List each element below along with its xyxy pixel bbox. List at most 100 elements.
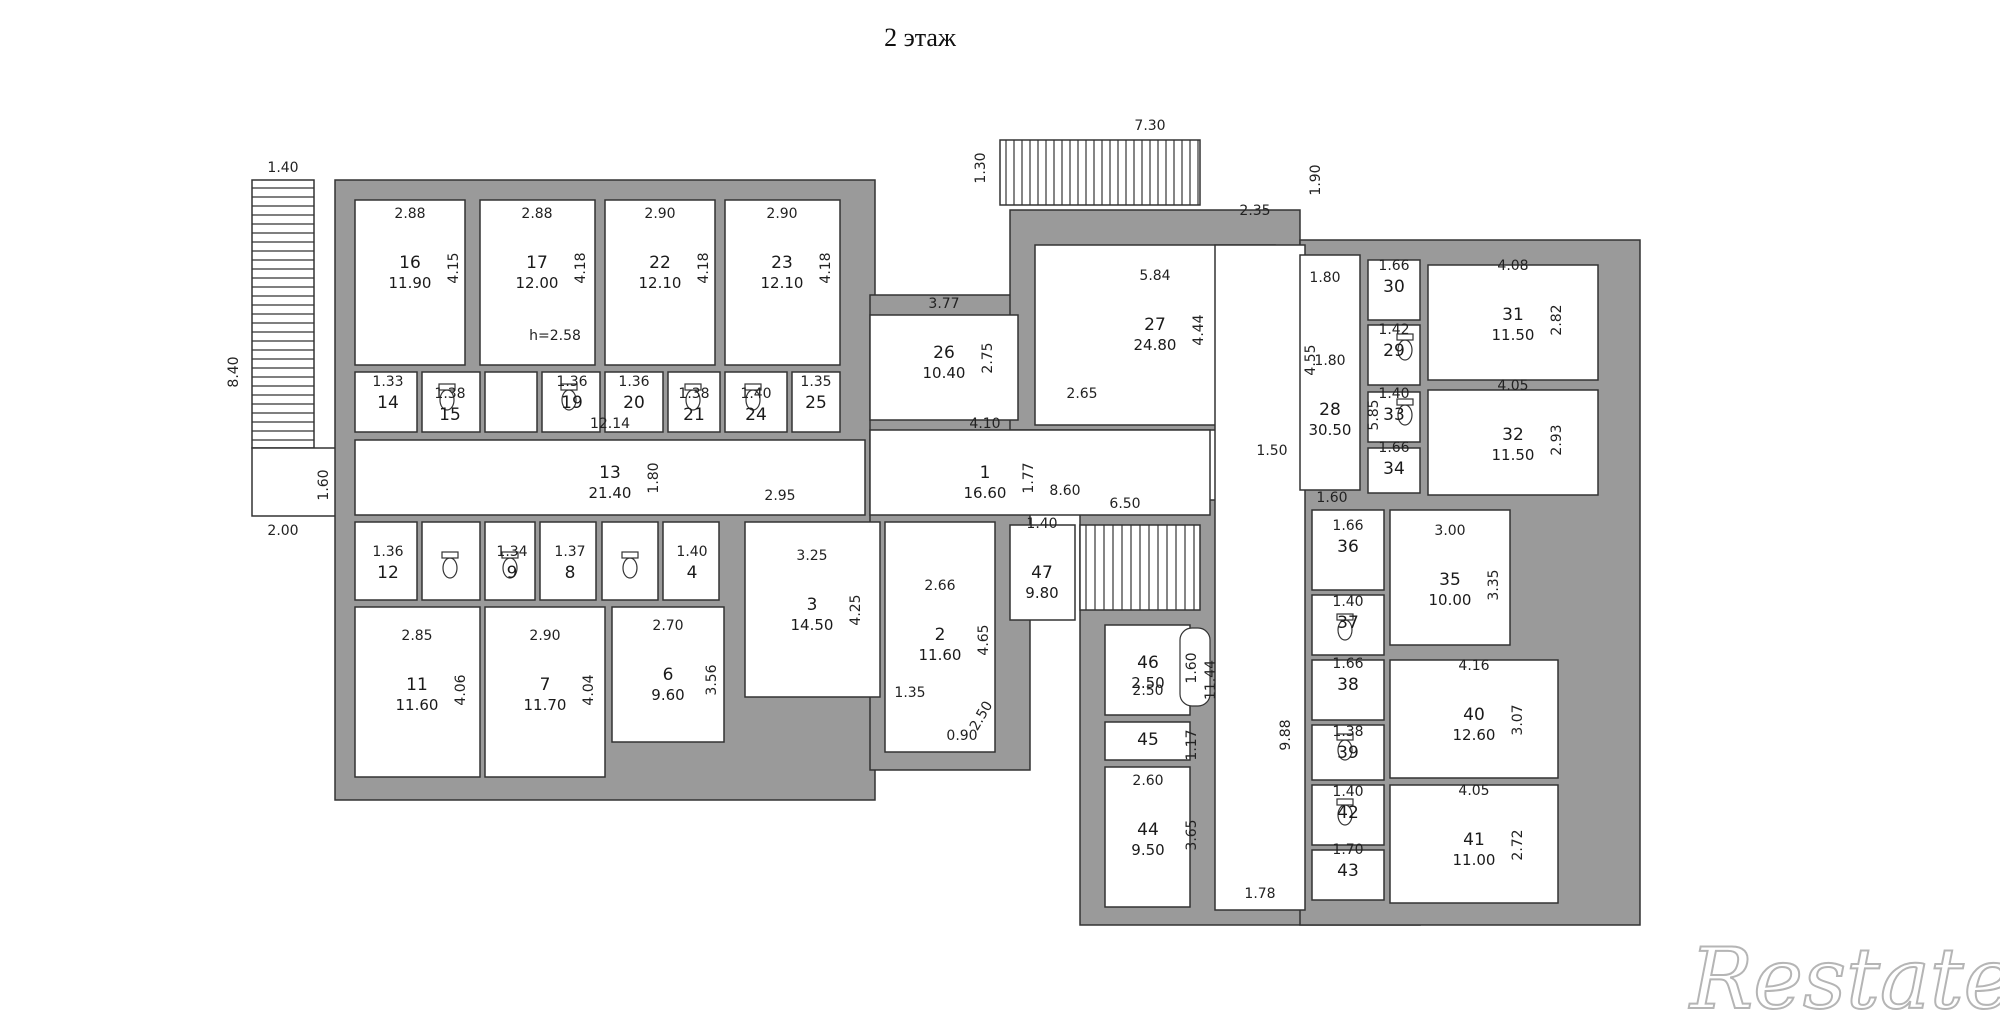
- room-width: 2.88: [394, 206, 425, 222]
- small-room-dim: 1.38: [434, 386, 465, 402]
- small-room-dim: 1.37: [554, 544, 585, 560]
- room-width: 4.16: [1458, 658, 1489, 674]
- room-20: [604, 371, 664, 433]
- room-width: 2.88: [521, 206, 552, 222]
- room-7: [484, 606, 606, 778]
- room-area: 9.60: [651, 686, 684, 704]
- small-room-dim: 1.66: [1378, 440, 1409, 456]
- dim-label: 4.55: [1303, 344, 1319, 375]
- room-25: [791, 371, 841, 433]
- dim-label: 9.88: [1278, 719, 1294, 750]
- small-room-number: 34: [1383, 459, 1405, 479]
- small-room-dim: 1.40: [1332, 594, 1363, 610]
- room-31: [1427, 264, 1599, 381]
- room-area: 2.50: [1131, 674, 1164, 692]
- room-41: [1389, 784, 1559, 904]
- room-area: 12.00: [516, 274, 559, 292]
- dim-label: 8.60: [1049, 483, 1080, 499]
- room-number: 46: [1137, 653, 1159, 673]
- room-number: 28: [1319, 400, 1341, 420]
- room-number: 23: [771, 253, 793, 273]
- room-width: 3.00: [1434, 523, 1465, 539]
- room-18: [484, 371, 538, 433]
- room-area: 24.80: [1134, 336, 1177, 354]
- small-room-dim: 1.36: [372, 544, 403, 560]
- dim-label: 1.35: [894, 685, 925, 701]
- room-height: 4.18: [573, 252, 589, 283]
- small-room-number: 43: [1337, 861, 1359, 881]
- small-room-number: 36: [1337, 537, 1359, 557]
- room-height: 3.07: [1510, 704, 1526, 735]
- room-area: 9.50: [1131, 841, 1164, 859]
- small-room-dim: 1.40: [740, 386, 771, 402]
- small-room-number: 20: [623, 393, 645, 413]
- room-height: 2.75: [980, 342, 996, 373]
- room-area: 11.60: [396, 696, 439, 714]
- room-area: 9.80: [1025, 584, 1058, 602]
- dim-label: 1.40: [267, 160, 298, 176]
- room-number: 17: [526, 253, 548, 273]
- room-28-corridor: [1214, 244, 1306, 911]
- dim-label: 11.44: [1203, 660, 1219, 700]
- bathtub-icon: [1179, 627, 1211, 707]
- room-height: 1.60: [1184, 652, 1200, 683]
- room-36: [1311, 509, 1385, 591]
- left-landing: [251, 447, 343, 517]
- small-room-number: 14: [377, 393, 399, 413]
- small-room-number: 21: [683, 405, 705, 425]
- room-number: 2: [935, 625, 946, 645]
- room-number: 47: [1031, 563, 1053, 583]
- small-room-dim: 1.66: [1378, 258, 1409, 274]
- room-height: 4.25: [848, 594, 864, 625]
- small-room-number: 24: [745, 405, 767, 425]
- room-14: [354, 371, 418, 433]
- room-26: [869, 314, 1019, 421]
- room-width: 3.25: [796, 548, 827, 564]
- small-room-dim: 1.38: [1332, 724, 1363, 740]
- room-number: 16: [399, 253, 421, 273]
- room-area: 11.60: [919, 646, 962, 664]
- room-width: 2.90: [766, 206, 797, 222]
- room-16: [354, 199, 466, 366]
- room-height: 3.65: [1184, 819, 1200, 850]
- room-area: 14.50: [791, 616, 834, 634]
- toilet-icons: [438, 333, 1414, 826]
- room-height: 1.17: [1184, 729, 1200, 760]
- small-room-number: 29: [1383, 341, 1405, 361]
- small-room-number: 42: [1337, 803, 1359, 823]
- room-38: [1311, 659, 1385, 721]
- room-area: 12.10: [761, 274, 804, 292]
- dim-label: 8.40: [226, 356, 242, 387]
- room-width: 2.50: [1132, 683, 1163, 699]
- room-width: 2.90: [529, 628, 560, 644]
- room-area: 10.00: [1429, 591, 1472, 609]
- small-room-dim: 1.36: [556, 374, 587, 390]
- dim-label: 1.60: [316, 469, 332, 500]
- dim-label: 2.65: [1066, 386, 1097, 402]
- room-height: 4.65: [976, 624, 992, 655]
- dim-label: 1.60: [1316, 490, 1347, 506]
- room-area: 12.10: [639, 274, 682, 292]
- dim-label: 1.30: [973, 152, 989, 183]
- room-width: 2.60: [1132, 773, 1163, 789]
- room-11: [354, 606, 481, 778]
- room-40: [1389, 659, 1559, 779]
- room-width: 3.77: [928, 296, 959, 312]
- inner-staircase: [1079, 524, 1201, 611]
- room-43: [1311, 849, 1385, 901]
- room-height: 1.77: [1021, 462, 1037, 493]
- room-width: 2.70: [652, 618, 683, 634]
- small-room-dim: 1.66: [1332, 656, 1363, 672]
- small-room-number: 37: [1337, 613, 1359, 633]
- small-room-dim: 1.70: [1332, 842, 1363, 858]
- room-number: 11: [406, 675, 428, 695]
- small-room-number: 39: [1337, 743, 1359, 763]
- small-room-number: 38: [1337, 675, 1359, 695]
- room-46: [1104, 624, 1191, 716]
- room-47: [1009, 524, 1076, 621]
- dim-label: 1.90: [1308, 164, 1324, 195]
- small-room-number: 12: [377, 563, 399, 583]
- room-area: 11.50: [1492, 446, 1535, 464]
- watermark-logo: Restate: [1688, 930, 2000, 1017]
